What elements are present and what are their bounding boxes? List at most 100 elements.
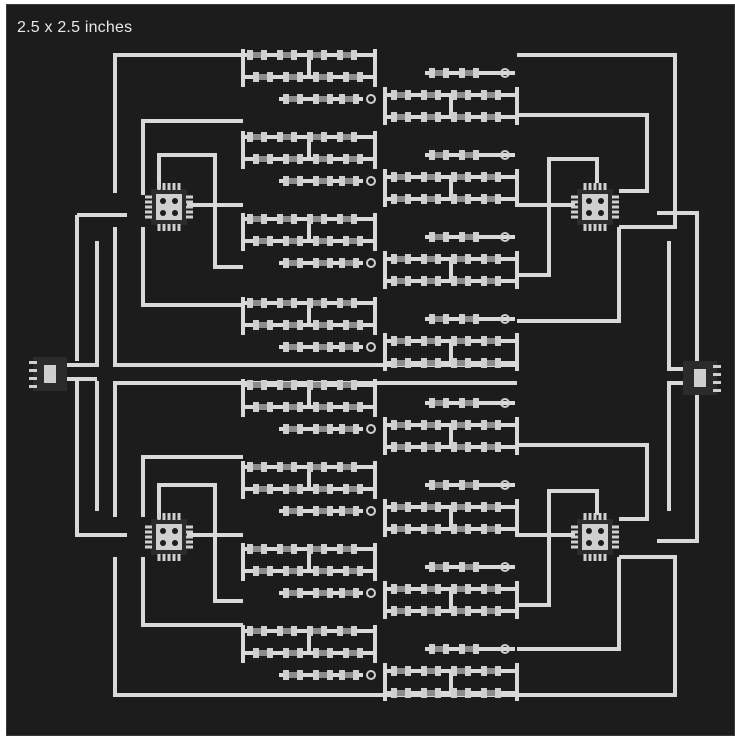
component-body [289,404,297,410]
via [500,232,510,242]
pad [283,258,289,268]
component-body [457,422,465,428]
pad [451,502,457,512]
component-body [343,464,351,470]
pin [583,224,587,231]
smd-component [391,442,411,452]
pad [443,644,449,654]
pad [261,626,267,636]
component-body [465,70,473,76]
smd-component [283,176,303,186]
smd-component [337,544,357,554]
smd-component [459,644,479,654]
component-body [289,508,297,514]
pad [451,90,457,100]
pad [291,626,297,636]
smd-component [247,380,267,390]
component-body [457,174,465,180]
pad [429,644,435,654]
component-body [457,196,465,202]
pin [603,554,607,561]
smd-component [391,584,411,594]
pin [172,224,176,231]
pad [443,398,449,408]
component-body [435,564,443,570]
pad [421,194,427,204]
pad [391,172,397,182]
smd-component [421,584,441,594]
pad [327,566,333,576]
component-body [319,404,327,410]
smd-component [247,544,267,554]
smd-component [247,298,267,308]
pin [588,224,592,231]
pin [167,183,171,190]
pad [459,314,465,324]
pad [443,232,449,242]
pad [261,380,267,390]
pin [593,224,597,231]
pad [267,72,273,82]
component-body [487,256,495,262]
pad [297,258,303,268]
component-body [283,628,291,634]
pad [495,172,501,182]
pin [186,530,193,534]
pad [321,544,327,554]
pad [297,506,303,516]
pad [495,606,501,616]
chip-center-pad [582,524,608,550]
pad [353,94,359,104]
smd-component [339,342,359,352]
pad [421,524,427,534]
pad [337,298,343,308]
pad [313,94,319,104]
smd-component [481,666,501,676]
pad [337,132,343,142]
pad [451,524,457,534]
pad [429,398,435,408]
component-body [465,400,473,406]
smd-component [459,150,479,160]
pad [435,254,441,264]
smd-component [451,336,471,346]
smd-component [253,566,273,576]
chip-center-pad [582,194,608,220]
pad [247,214,253,224]
pad [353,176,359,186]
pad [357,402,363,412]
smd-component [283,320,303,330]
smd-component [277,462,297,472]
thermal-via [160,210,166,216]
qfn-chip [571,183,619,231]
smd-component [451,276,471,286]
pad [283,648,289,658]
pad [313,506,319,516]
component-body [343,52,351,58]
pad [339,424,345,434]
component-body [397,92,405,98]
pad [435,584,441,594]
pin [172,183,176,190]
pin [29,385,37,388]
pad [473,644,479,654]
pad [451,442,457,452]
pad [261,544,267,554]
smd-component [343,72,363,82]
component-body [487,92,495,98]
pin [145,215,152,219]
smd-component [481,688,501,698]
pin [167,554,171,561]
smd-component [459,398,479,408]
component-body [319,650,327,656]
pad [343,484,349,494]
smd-component [459,232,479,242]
pad [391,666,397,676]
pad [481,276,487,286]
pad [267,484,273,494]
component-body [343,382,351,388]
smd-component [391,502,411,512]
smd-component [429,562,449,572]
smd-component [337,298,357,308]
pad [327,506,333,516]
